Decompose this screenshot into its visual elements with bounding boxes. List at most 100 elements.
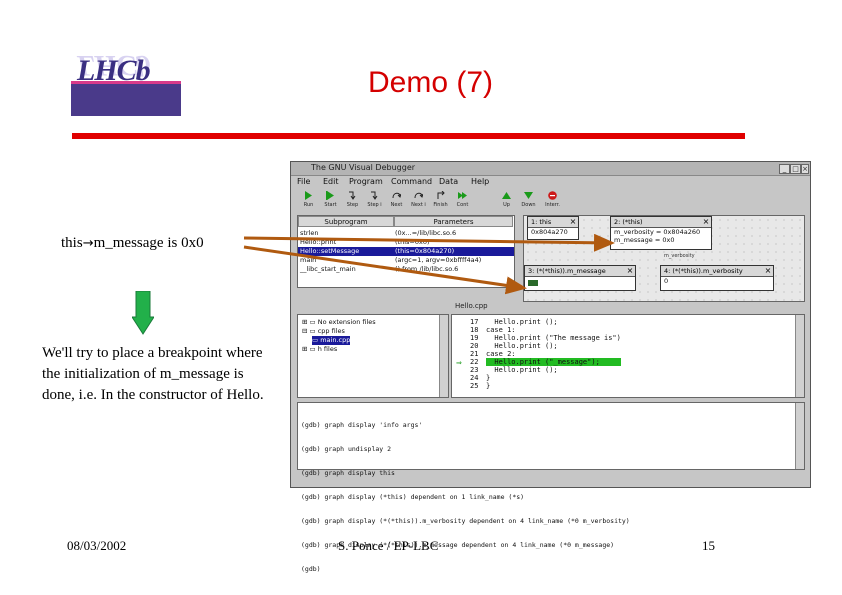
arrow-to-message: [243, 245, 527, 295]
explorer-item-selected[interactable]: ▭ main.cpp: [312, 336, 351, 345]
console-line: (gdb) graph display this: [301, 469, 395, 477]
current-line-arrow-icon: ⇒: [456, 359, 462, 367]
interrupt-icon: [548, 191, 557, 200]
minimize-icon[interactable]: _: [779, 164, 790, 174]
data-box-value: 0: [664, 277, 669, 285]
link-label: m_verbosity: [664, 253, 695, 259]
menu-data[interactable]: Data: [439, 177, 459, 186]
close-icon[interactable]: ×: [569, 217, 577, 226]
stack-header-subprogram[interactable]: Subprogram: [298, 216, 394, 227]
title-rule: [72, 133, 745, 139]
stack-row[interactable]: strlen(0x...=/lib/libc.so.6: [300, 229, 457, 237]
continue-button[interactable]: Cont: [453, 190, 472, 211]
data-box-title: 1: this: [528, 217, 578, 228]
data-box-value: 0x804a270: [531, 228, 568, 236]
explanation-text: We'll try to place a breakpoint where th…: [42, 345, 264, 403]
menu-command[interactable]: Command: [391, 177, 433, 186]
file-tab[interactable]: Hello.cpp: [455, 302, 488, 310]
menu-help[interactable]: Help: [471, 177, 490, 186]
finish-icon: [437, 191, 445, 199]
footer-date: 08/03/2002: [67, 538, 127, 553]
close-icon[interactable]: ×: [801, 164, 809, 174]
data-box-star-this[interactable]: 2: (*this) × m_verbosity = 0x804a260 m_m…: [610, 216, 712, 250]
console-line: (gdb) graph display (*this) dependent on…: [301, 493, 525, 501]
console-prompt: (gdb): [301, 565, 321, 573]
step-instruction-button[interactable]: Step i: [365, 190, 384, 211]
menu-bar: File Edit Program Command Data Help: [291, 176, 810, 188]
data-box-title: 3: (*(*this)).m_message: [525, 266, 635, 277]
interrupt-button[interactable]: Interr.: [543, 190, 562, 211]
logo-text: LHCb: [77, 54, 151, 87]
data-box-title: 4: (*(*this)).m_verbosity: [661, 266, 773, 277]
console-line: (gdb) graph display (*(*this)).m_verbosi…: [301, 517, 630, 525]
step-instruction-icon: [371, 191, 378, 200]
menu-program[interactable]: Program: [349, 177, 383, 186]
next-button[interactable]: Next: [387, 190, 406, 211]
next-instruction-icon: [414, 192, 423, 199]
debugger-window: The GNU Visual Debugger _ □ × File Edit …: [290, 161, 811, 573]
finish-button[interactable]: Finish: [431, 190, 450, 211]
footer-author: S. Ponce / EP-LBC: [338, 538, 439, 553]
next-icon: [392, 192, 401, 199]
gdb-console[interactable]: (gdb) graph display 'info args' (gdb) gr…: [297, 402, 805, 573]
explorer-item[interactable]: ⊞ ▭ No extension files: [302, 318, 376, 326]
start-icon: [326, 191, 334, 200]
window-titlebar: The GNU Visual Debugger _ □ ×: [291, 162, 810, 176]
close-icon[interactable]: ×: [626, 266, 634, 275]
explorer-scrollbar[interactable]: [439, 315, 448, 397]
run-icon: [305, 191, 312, 200]
stack-row[interactable]: Hello::print(this=0x0): [300, 238, 430, 246]
console-line: (gdb) graph undisplay 2: [301, 445, 392, 453]
stack-row-selected[interactable]: Hello::setMessage(this=0x804a270): [298, 247, 514, 256]
down-icon: [524, 192, 533, 199]
next-instruction-button[interactable]: Next i: [409, 190, 428, 211]
start-button[interactable]: Start: [321, 190, 340, 211]
maximize-icon[interactable]: □: [790, 164, 801, 174]
source-scrollbar[interactable]: [795, 315, 804, 397]
console-line: (gdb) graph display 'info args': [301, 421, 423, 429]
current-line: Hello.print ("_message");: [486, 358, 621, 366]
toolbar: Run Start Step Step i Next Next i Finish…: [299, 190, 569, 212]
explorer-item[interactable]: ⊞ ▭ h files: [302, 345, 338, 353]
right-arrow-icon: →: [82, 236, 94, 251]
stack-row[interactable]: main(argc=1, argv=0xbffff4a4): [300, 256, 482, 264]
footer-page-number: 15: [702, 538, 715, 553]
up-button[interactable]: Up: [497, 190, 516, 211]
menu-file[interactable]: File: [297, 177, 311, 186]
lhcb-logo: LHCb LHCb: [71, 48, 181, 116]
call-stack-panel: Subprogram Parameters strlen(0x...=/lib/…: [297, 215, 515, 288]
run-button[interactable]: Run: [299, 190, 318, 211]
stack-header-parameters[interactable]: Parameters: [394, 216, 513, 227]
down-arrow-icon: [132, 291, 154, 335]
stack-row[interactable]: __libc_start_main() from /lib/libc.so.6: [300, 265, 459, 273]
window-title: The GNU Visual Debugger: [311, 163, 416, 172]
data-field: m_verbosity = 0x804a260: [614, 228, 701, 236]
source-code[interactable]: Hello.print ();case 1: Hello.print ("The…: [486, 318, 621, 390]
data-box-verbosity[interactable]: 4: (*(*this)).m_verbosity × 0: [660, 265, 774, 291]
down-button[interactable]: Down: [519, 190, 538, 211]
continue-icon: [458, 192, 467, 199]
data-field: m_message = 0x0: [614, 236, 675, 244]
console-scrollbar[interactable]: [795, 403, 804, 469]
null-pointer-icon: [528, 280, 538, 286]
step-button[interactable]: Step: [343, 190, 362, 211]
up-icon: [502, 192, 511, 199]
file-explorer: ⊞ ▭ No extension files ⊟ ▭ cpp files ▭ m…: [297, 314, 449, 398]
menu-edit[interactable]: Edit: [323, 177, 339, 186]
note-this: this: [61, 235, 83, 251]
data-box-this[interactable]: 1: this × 0x804a270: [527, 216, 579, 240]
arrow-to-this: [243, 233, 615, 252]
close-icon[interactable]: ×: [764, 266, 772, 275]
step-icon: [349, 191, 356, 200]
slide-title: Demo (7): [368, 66, 494, 99]
data-box-message[interactable]: 3: (*(*this)).m_message ×: [524, 265, 636, 291]
console-line: (gdb) graph display (*(*this)).m_message…: [301, 541, 615, 549]
data-box-title: 2: (*this): [611, 217, 711, 228]
note-message: m_message is 0x0: [93, 235, 204, 251]
explorer-item[interactable]: ⊟ ▭ cpp files: [302, 327, 345, 335]
pointer-note: this→m_message is 0x0: [61, 235, 204, 252]
close-icon[interactable]: ×: [702, 217, 710, 226]
